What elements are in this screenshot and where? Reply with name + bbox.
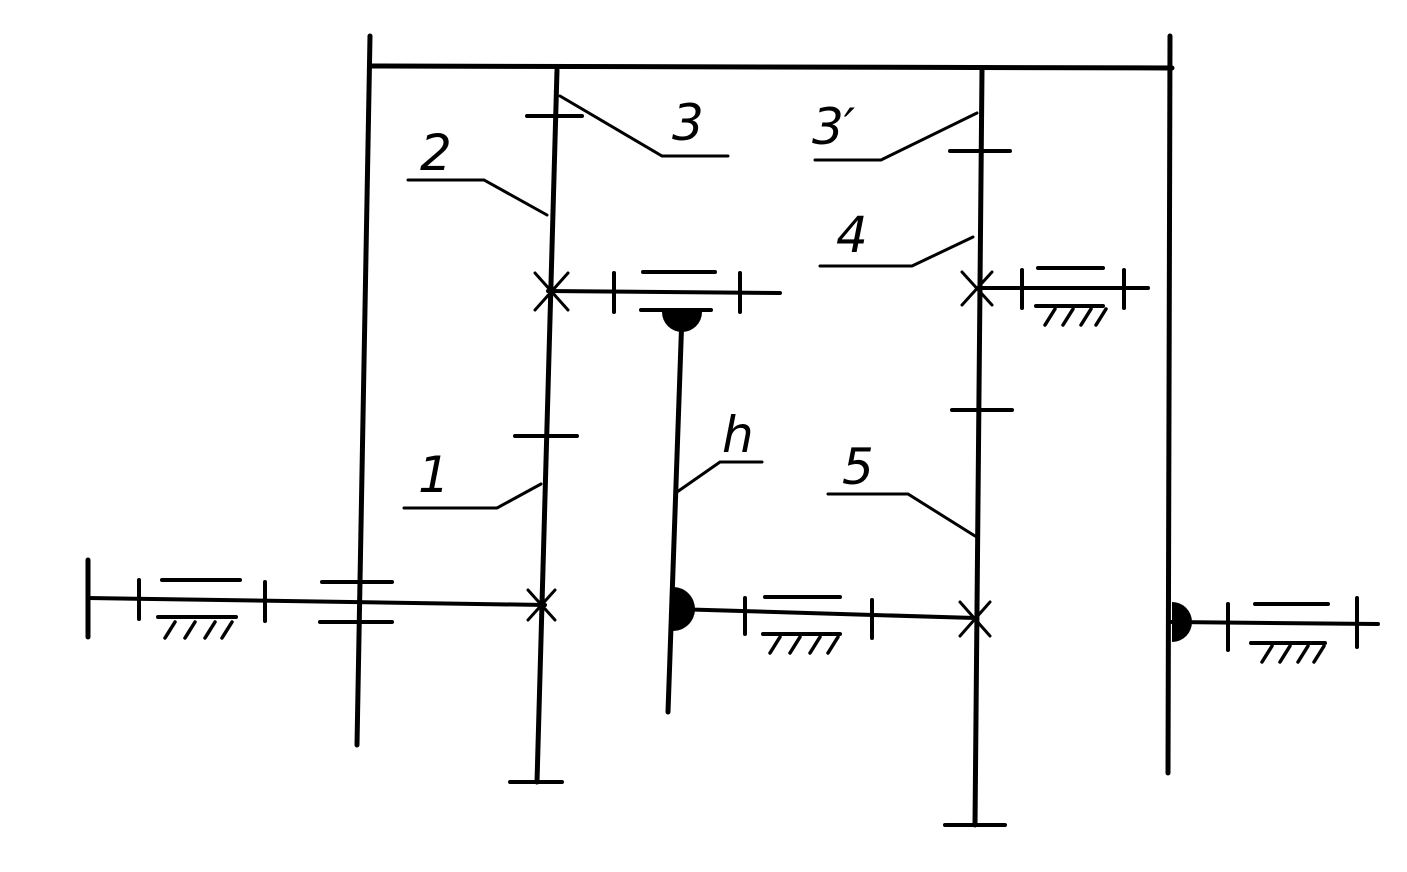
labels: 2 3 3′ 4 1 h 5 bbox=[418, 94, 874, 504]
label-5: 5 bbox=[842, 438, 874, 496]
label-1: 1 bbox=[418, 446, 450, 504]
leader-3prime bbox=[813, 111, 979, 162]
upper-shaft-line bbox=[546, 289, 782, 295]
leader-4 bbox=[818, 235, 975, 268]
leader-1 bbox=[402, 482, 543, 510]
ring-left-wall bbox=[354, 33, 373, 748]
gear-4-5-shaft bbox=[972, 67, 985, 828]
output-shaft-line bbox=[1170, 620, 1380, 626]
input-shaft bbox=[85, 557, 557, 640]
carrier-ground-hatch bbox=[768, 635, 840, 655]
gear-4-ground-hatch bbox=[1043, 307, 1108, 327]
input-shaft-line bbox=[86, 596, 547, 607]
leader-2 bbox=[406, 178, 549, 217]
ring-top-bar bbox=[367, 63, 1175, 71]
ring-gear-frame bbox=[354, 33, 1175, 776]
gear-1-2-shaft bbox=[534, 67, 560, 785]
label-4: 4 bbox=[836, 206, 868, 264]
label-3prime: 3′ bbox=[812, 98, 856, 156]
gear-4-5-block bbox=[943, 67, 1150, 828]
ring-right-wall bbox=[1165, 33, 1173, 776]
gear-1-2-block bbox=[508, 67, 584, 785]
label-3: 3 bbox=[672, 94, 704, 152]
upper-shaft bbox=[546, 270, 782, 332]
leader-3 bbox=[558, 94, 730, 158]
carrier-h-arm bbox=[665, 311, 685, 715]
gear-5-joint-x bbox=[958, 600, 992, 638]
carrier-output-shaft bbox=[671, 607, 977, 620]
input-ground-hatch bbox=[163, 620, 234, 640]
output-ground-hatch bbox=[1260, 644, 1326, 664]
carrier-h bbox=[665, 311, 977, 715]
leader-lines bbox=[402, 94, 979, 538]
label-2: 2 bbox=[420, 124, 452, 182]
leader-5 bbox=[826, 492, 977, 538]
leader-h bbox=[675, 460, 764, 494]
label-h: h bbox=[722, 406, 754, 464]
output-shaft bbox=[1170, 596, 1380, 664]
